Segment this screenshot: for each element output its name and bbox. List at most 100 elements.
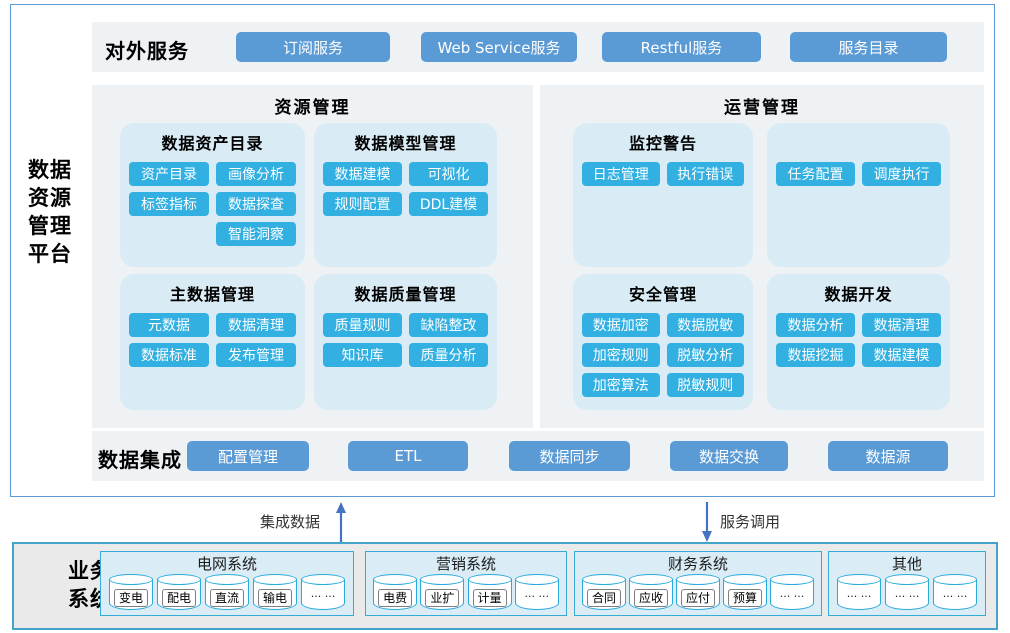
cylinder-lid (885, 574, 929, 585)
module-button[interactable]: 执行错误 (666, 162, 744, 186)
module-button[interactable]: 调度执行 (862, 162, 941, 186)
module-button[interactable]: 发布管理 (216, 343, 296, 367)
module-button[interactable]: 数据标准 (129, 343, 209, 367)
arrow-up-icon (336, 502, 346, 542)
integration-button[interactable]: ETL (348, 441, 468, 471)
cylinder-lid (420, 574, 465, 585)
module-button-slot: 发布管理 (216, 343, 296, 367)
module-button[interactable]: 知识库 (323, 343, 402, 367)
service-button[interactable]: Restful服务 (602, 32, 761, 62)
module-button-slot: 资产目录 (129, 162, 209, 186)
module-button[interactable]: 数据清理 (216, 313, 296, 337)
database-cylinder-icon: ... ... (770, 574, 814, 610)
module-button[interactable]: 规则配置 (323, 192, 402, 216)
database-label: ... ... (846, 587, 872, 600)
module-button[interactable]: 任务配置 (776, 162, 855, 186)
integration-button[interactable]: 数据同步 (509, 441, 630, 471)
database-cylinder-icon: 输电 (253, 574, 297, 610)
module-button[interactable]: 资产目录 (129, 162, 209, 186)
module-button[interactable]: 质量规则 (323, 313, 402, 337)
module-button-row: 标签指标数据探查 (129, 192, 296, 216)
database-label: ... ... (310, 587, 336, 600)
module-group-title: 安全管理 (628, 285, 697, 304)
module-button-rows: 日志管理执行错误 (582, 162, 744, 186)
module-button[interactable]: 元数据 (129, 313, 209, 337)
database-cylinder-icon: ... ... (885, 574, 929, 610)
module-button[interactable]: 质量分析 (409, 343, 488, 367)
module-button-rows: 任务配置调度执行 (776, 162, 941, 186)
database-cylinder-icon: 配电 (157, 574, 201, 610)
cylinder-lid (253, 574, 297, 585)
cylinder-lid (373, 574, 418, 585)
platform-frame (10, 4, 995, 497)
module-button-slot: 数据挖掘 (776, 343, 855, 367)
module-button[interactable]: 缺陷整改 (409, 313, 488, 337)
module-button-row: 数据建模可视化 (323, 162, 488, 186)
cylinder-lid (301, 574, 345, 585)
module-button-slot: 元数据 (129, 313, 209, 337)
module-button-slot (129, 222, 209, 246)
module-button-slot: 数据建模 (862, 343, 941, 367)
module-button[interactable]: 加密规则 (582, 343, 660, 367)
database-cylinder-icon: ... ... (514, 574, 559, 610)
module-button-row: 数据分析数据清理 (776, 313, 941, 337)
database-label: ... ... (779, 587, 805, 600)
database-label: 配电 (161, 589, 197, 607)
module-button[interactable]: 脱敏规则 (666, 373, 744, 397)
module-button-slot: 加密规则 (582, 343, 660, 367)
cylinder-lid (514, 574, 559, 585)
platform-title-line: 数据 (28, 158, 72, 182)
integration-button[interactable]: 数据交换 (670, 441, 788, 471)
module-group-title: 数据资产目录 (161, 134, 264, 153)
module-button[interactable]: 加密算法 (582, 373, 660, 397)
resource-management-panel: 资源管理 数据资产目录资产目录画像分析标签指标数据探查智能洞察数据模型管理数据建… (92, 85, 533, 428)
module-button[interactable]: 数据挖掘 (776, 343, 855, 367)
module-button[interactable]: 数据建模 (323, 162, 402, 186)
database-label: 业扩 (425, 589, 460, 607)
service-button[interactable]: Web Service服务 (421, 32, 577, 62)
business-system-title: 电网系统 (196, 555, 257, 573)
module-button-row: 加密算法脱敏规则 (582, 373, 744, 397)
module-group: 主数据管理元数据数据清理数据标准发布管理 (120, 274, 305, 410)
database-row: 电费业扩计量... ... (366, 574, 566, 610)
database-row: 合同应收应付预算... ... (575, 574, 821, 610)
service-button[interactable]: 服务目录 (790, 32, 947, 62)
cylinder-lid (467, 574, 512, 585)
integration-button[interactable]: 数据源 (828, 441, 948, 471)
module-button-slot: 调度执行 (862, 162, 941, 186)
module-button[interactable]: 标签指标 (129, 192, 209, 216)
module-button-slot: 数据分析 (776, 313, 855, 337)
integrate-data-flow-label: 集成数据 (260, 513, 321, 531)
module-button-row: 任务配置调度执行 (776, 162, 941, 186)
module-button[interactable]: 画像分析 (216, 162, 296, 186)
database-label: 直流 (209, 589, 245, 607)
module-button[interactable]: DDL建模 (409, 192, 488, 216)
module-button-slot: 质量分析 (409, 343, 488, 367)
database-label: 应付 (680, 589, 716, 607)
service-button[interactable]: 订阅服务 (236, 32, 390, 62)
database-label: 电费 (378, 589, 413, 607)
module-button[interactable]: 数据脱敏 (666, 313, 744, 337)
database-row: ... ...... ...... ... (829, 574, 985, 610)
module-button-slot: 数据建模 (323, 162, 402, 186)
module-button[interactable]: 脱敏分析 (666, 343, 744, 367)
module-button[interactable]: 可视化 (409, 162, 488, 186)
module-button[interactable]: 智能洞察 (216, 222, 296, 246)
database-cylinder-icon: 直流 (205, 574, 249, 610)
module-button[interactable]: 日志管理 (582, 162, 660, 186)
database-label: 变电 (113, 589, 149, 607)
module-button[interactable]: 数据建模 (862, 343, 941, 367)
cylinder-lid (109, 574, 153, 585)
module-button[interactable]: 数据分析 (776, 313, 855, 337)
module-button[interactable]: 数据加密 (582, 313, 660, 337)
integration-button[interactable]: 配置管理 (187, 441, 309, 471)
module-button[interactable]: 数据探查 (216, 192, 296, 216)
module-button[interactable]: 数据清理 (862, 313, 941, 337)
database-label: 应收 (633, 589, 669, 607)
module-button-row: 知识库质量分析 (323, 343, 488, 367)
business-system-title: 其他 (891, 555, 922, 573)
